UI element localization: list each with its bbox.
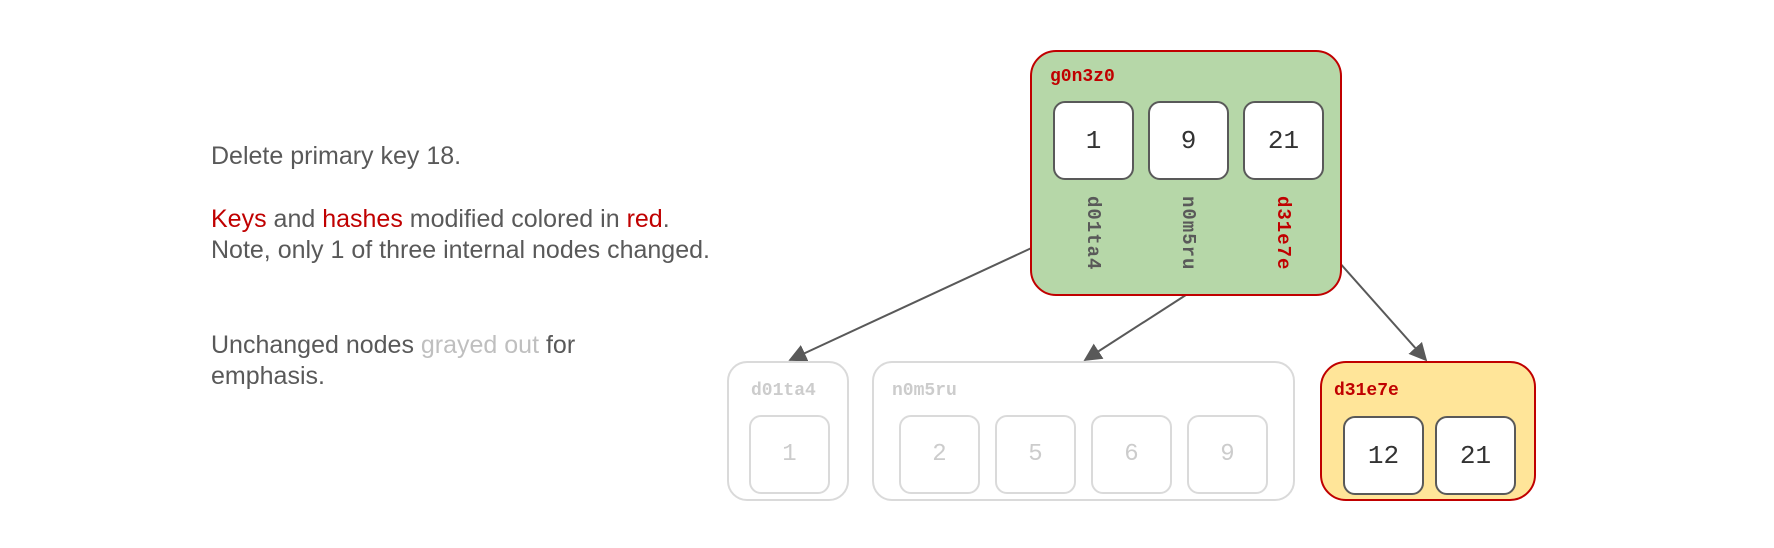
root-key-3: 21 bbox=[1243, 101, 1324, 180]
edge-root-to-d01ta4 bbox=[788, 231, 1067, 362]
red-word: red bbox=[626, 205, 663, 233]
and-word: and bbox=[266, 205, 323, 233]
keys-word: Keys bbox=[211, 205, 267, 233]
leaf-n0m5ru-key-1: 2 bbox=[899, 415, 980, 494]
child-hash-n0m5ru: n0m5ru bbox=[1177, 196, 1199, 271]
explanation-paragraph-3: Unchanged nodes grayed out for emphasis. bbox=[211, 330, 631, 392]
child-hash-d31e7e: d31e7e bbox=[1272, 196, 1294, 271]
explanation-paragraph-2: Keys and hashes modified colored in red.… bbox=[211, 204, 731, 266]
leaf-hash-n0m5ru: n0m5ru bbox=[892, 381, 957, 401]
leaf-d01ta4-key-1: 1 bbox=[749, 415, 830, 494]
leaf-node-d31e7e: d31e7e 12 21 bbox=[1320, 361, 1536, 501]
leaf-d31e7e-key-2: 21 bbox=[1435, 416, 1516, 495]
grayed-out-word: grayed out bbox=[420, 331, 540, 359]
leaf-hash-d01ta4: d01ta4 bbox=[751, 381, 816, 401]
leaf-n0m5ru-key-2: 5 bbox=[995, 415, 1076, 494]
delete-key-text: Delete primary key 18. bbox=[211, 142, 462, 170]
note-text: Note, only 1 of three internal nodes cha… bbox=[211, 236, 710, 264]
hashes-word: hashes bbox=[322, 205, 403, 233]
root-key-2: 9 bbox=[1148, 101, 1229, 180]
leaf-d31e7e-key-1: 12 bbox=[1343, 416, 1424, 495]
modified-phrase: modified colored in bbox=[402, 205, 627, 233]
leaf-hash-d31e7e: d31e7e bbox=[1334, 381, 1399, 401]
for-emphasis-phrase: for emphasis. bbox=[211, 331, 576, 390]
root-hash: g0n3z0 bbox=[1050, 67, 1115, 87]
unchanged-nodes-phrase: Unchanged nodes bbox=[211, 331, 421, 359]
root-node: g0n3z0 1 9 21 d01ta4 n0m5ru d31e7e bbox=[1030, 50, 1342, 296]
leaf-n0m5ru-key-3: 6 bbox=[1091, 415, 1172, 494]
explanation-line-1: Delete primary key 18. bbox=[211, 141, 731, 172]
leaf-n0m5ru-key-4: 9 bbox=[1187, 415, 1268, 494]
period: . bbox=[662, 205, 670, 233]
leaf-node-d01ta4: d01ta4 1 bbox=[727, 361, 849, 501]
child-hash-d01ta4: d01ta4 bbox=[1082, 196, 1104, 271]
edge-root-to-n0m5ru bbox=[1083, 292, 1190, 361]
leaf-node-n0m5ru: n0m5ru 2 5 6 9 bbox=[872, 361, 1295, 501]
root-key-1: 1 bbox=[1053, 101, 1134, 180]
